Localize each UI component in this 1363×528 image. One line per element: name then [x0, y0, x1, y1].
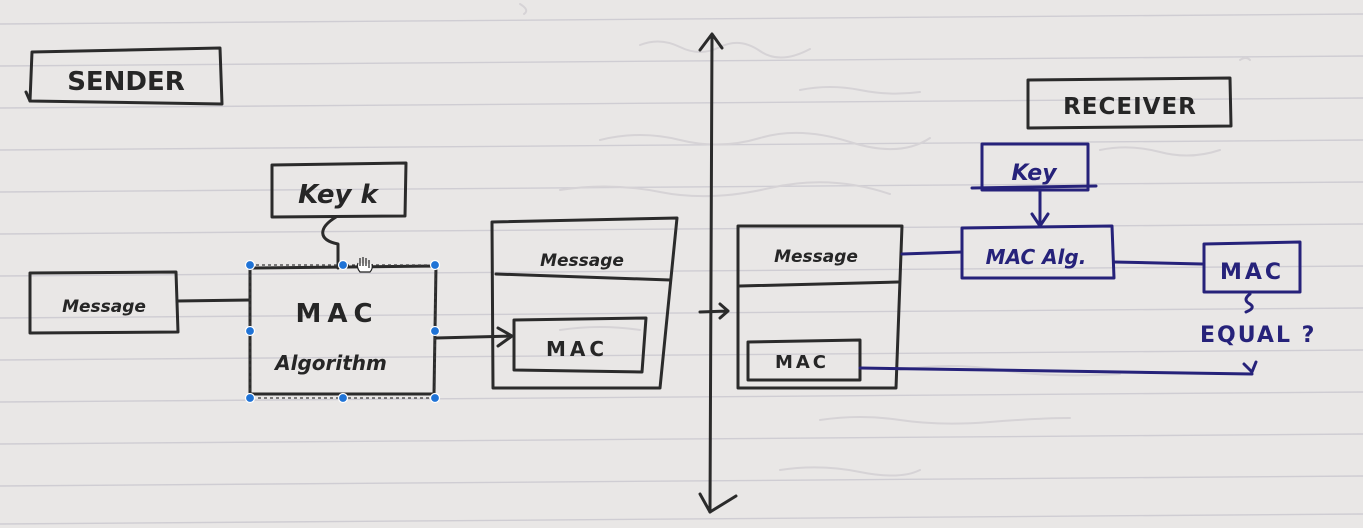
sender-mac-algorithm-line1: MAC [295, 299, 378, 329]
receiver-packet-mac-box: MAC [746, 338, 862, 382]
resize-handle-top-right[interactable] [429, 259, 441, 271]
receiver-compare-label: EQUAL ? [1200, 323, 1316, 348]
receiver-mac-algorithm-box: MAC Alg. [960, 224, 1116, 280]
resize-handle-middle-right[interactable] [429, 325, 441, 337]
hand-cursor-icon [356, 257, 373, 273]
sender-message-label: Message [62, 297, 146, 317]
sender-packet-mac-box: MAC [512, 316, 648, 374]
resize-handle-top-middle[interactable] [337, 259, 349, 271]
receiver-title-box: RECEIVER [1026, 76, 1233, 130]
sender-packet-box: Message MAC [490, 216, 679, 390]
receiver-received-mac-to-compare-arrow [858, 360, 1258, 376]
sender-mac-algorithm-box: MAC Algorithm [248, 264, 438, 396]
transfer-arrow [698, 302, 730, 320]
sender-key-label: Key k [298, 180, 379, 210]
resize-handle-middle-left[interactable] [244, 325, 256, 337]
receiver-computed-mac-label: MAC [1220, 260, 1284, 285]
receiver-key-box: Key [970, 142, 1098, 192]
receiver-title: RECEIVER [1063, 94, 1197, 120]
receiver-packet-message-label: Message [774, 247, 858, 267]
resize-handle-top-left[interactable] [244, 259, 256, 271]
receiver-mac-algorithm-label: MAC Alg. [986, 245, 1087, 269]
sender-title: SENDER [67, 67, 185, 97]
receiver-mac-alg-to-computed-mac-line [1112, 260, 1204, 266]
resize-handle-bottom-middle[interactable] [337, 392, 349, 404]
sender-packet-message-label: Message [540, 251, 624, 271]
receiver-packet-mac-label: MAC [775, 352, 829, 373]
receiver-section: RECEIVER Message MAC Key MAC Alg. MAC [736, 76, 1316, 390]
receiver-computed-mac-box: MAC [1202, 240, 1302, 294]
selection-frame[interactable] [244, 259, 441, 404]
resize-handle-bottom-right[interactable] [429, 392, 441, 404]
sender-section: SENDER Message Key k MAC Algorithm Messa… [24, 46, 679, 396]
receiver-key-to-mac-arrow [1030, 188, 1050, 228]
sender-key-box: Key k [270, 161, 408, 219]
sender-title-box: SENDER [24, 46, 224, 106]
channel-divider [698, 32, 738, 514]
sender-mac-to-packet-arrow [434, 326, 514, 348]
sender-mac-algorithm-line2: Algorithm [273, 351, 387, 375]
resize-handle-bottom-left[interactable] [244, 392, 256, 404]
sender-packet-mac-label: MAC [546, 337, 608, 361]
receiver-message-to-mac-line [900, 250, 964, 256]
receiver-key-label: Key [1011, 161, 1058, 186]
sender-key-to-mac-line [321, 215, 340, 270]
sender-message-to-mac-line [175, 298, 252, 303]
receiver-packet-box: Message MAC [736, 224, 904, 390]
sender-message-box: Message [28, 270, 180, 335]
receiver-equal-connector [1244, 292, 1254, 314]
ruled-lines [0, 13, 1363, 525]
bleed-through-scribbles [519, 3, 1251, 477]
